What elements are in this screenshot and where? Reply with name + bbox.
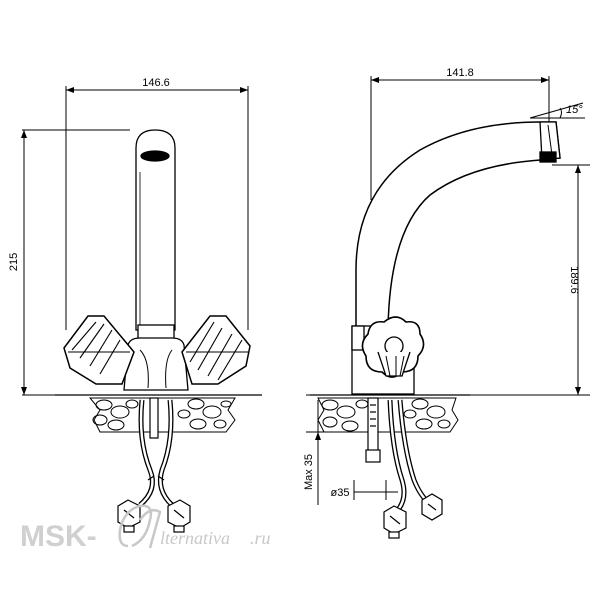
side-spout xyxy=(355,121,561,329)
watermark: MSK- lternativa .ru xyxy=(20,504,271,553)
side-counter-section xyxy=(317,397,459,433)
side-hole-dimension xyxy=(353,480,398,500)
front-height-label: 215 xyxy=(8,253,20,271)
side-handle xyxy=(361,316,425,378)
side-angle-indicator xyxy=(529,102,585,119)
front-counter-section xyxy=(88,397,236,433)
front-spout xyxy=(135,129,176,340)
side-hole-label: ø35 xyxy=(331,487,350,499)
side-hoses xyxy=(365,397,430,514)
front-body xyxy=(123,337,189,391)
watermark-brand: MSK- xyxy=(20,520,97,553)
watermark-domain: lternativa xyxy=(160,528,230,548)
front-hose-nuts xyxy=(117,499,191,533)
front-right-handle xyxy=(181,315,251,385)
side-reach-dimension xyxy=(370,76,550,200)
front-width-dimension xyxy=(65,86,249,330)
front-width-label: 146.6 xyxy=(142,77,170,89)
front-hoses xyxy=(138,397,174,507)
watermark-tld: .ru xyxy=(250,528,271,548)
side-angle-label: 15° xyxy=(566,104,583,116)
front-left-handle xyxy=(63,315,135,385)
side-height-label: 189.6 xyxy=(568,266,580,294)
watermark-a-logo xyxy=(118,504,162,549)
side-thickness-label: Max 35 xyxy=(303,454,315,490)
side-height-dimension xyxy=(420,164,590,396)
front-height-dimension xyxy=(21,129,130,396)
front-view: 146.6 215 xyxy=(8,77,262,533)
side-hose-nuts xyxy=(383,493,443,539)
side-view: 141.8 15° 189.6 xyxy=(303,67,590,539)
side-thickness-dimension xyxy=(306,394,330,505)
side-reach-label: 141.8 xyxy=(446,67,474,79)
